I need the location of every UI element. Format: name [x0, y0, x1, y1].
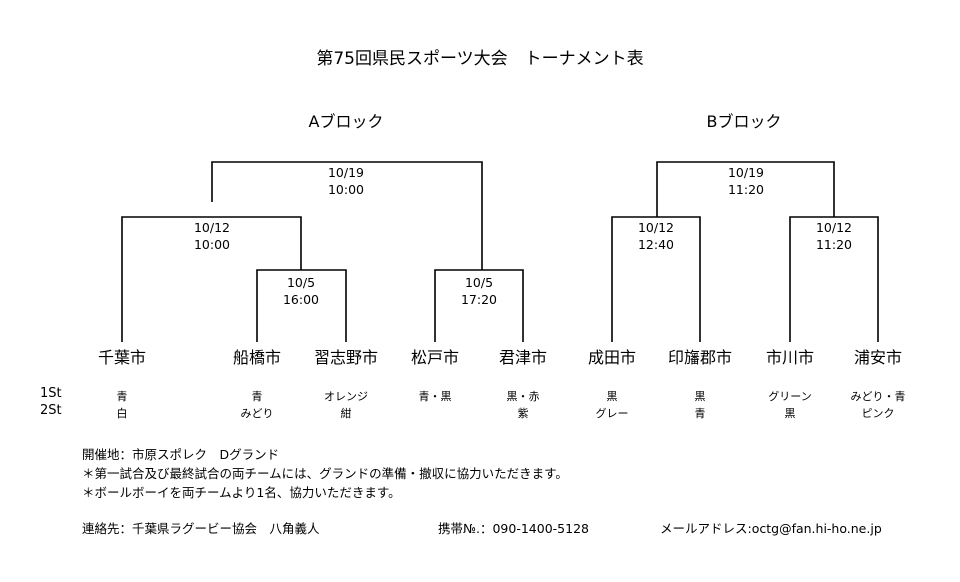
match-semi-a: 10/12 10:00 — [194, 219, 230, 253]
match-round1-a2: 10/5 17:20 — [461, 274, 497, 308]
bracket-line — [434, 269, 524, 342]
match-time: 16:00 — [282, 292, 320, 307]
match-date: 10/5 — [286, 275, 316, 290]
match-date: 10/12 — [815, 220, 853, 235]
second-color: みどり — [240, 407, 274, 420]
match-date: 10/19 — [727, 165, 765, 180]
match-round1-a1: 10/5 16:00 — [283, 274, 319, 308]
first-color: オレンジ — [324, 390, 368, 403]
bracket-line — [789, 216, 879, 342]
row-label-first: 1St — [40, 386, 62, 401]
first-color: 黒 — [606, 390, 618, 403]
second-color: ピンク — [861, 407, 895, 420]
venue-note: 開催地：市原スポレク Dグランド — [82, 447, 280, 462]
setup-note: ＊第一試合及び最終試合の両チームには、グランドの準備・撤収に協力いただきます。 — [82, 466, 568, 481]
match-date: 10/12 — [637, 220, 675, 235]
first-color: 黒 — [694, 390, 706, 403]
block-b-label: Bブロック — [706, 112, 782, 131]
contact-info: 連絡先：千葉県ラグービー協会 八角義人 — [82, 521, 320, 536]
page-title: 第75回県民スポーツ大会 トーナメント表 — [316, 49, 644, 69]
first-color: 黒・赤 — [506, 390, 540, 403]
team-name: 印旛郡市 — [667, 348, 733, 367]
first-color: グリーン — [768, 390, 812, 403]
bracket-line — [256, 269, 347, 342]
match-time: 12:40 — [637, 237, 675, 252]
team-name: 松戸市 — [410, 348, 460, 367]
bracket-line — [211, 161, 483, 270]
bracket-line — [656, 161, 835, 217]
match-final-b: 10/19 11:20 — [728, 164, 764, 198]
match-date: 10/12 — [193, 220, 231, 235]
match-date: 10/19 — [327, 165, 365, 180]
match-semi-b1: 10/12 12:40 — [638, 219, 674, 253]
first-color: 青 — [251, 390, 263, 403]
ballboy-note: ＊ボールボーイを両チームより1名、協力いただきます。 — [82, 485, 401, 500]
match-time: 11:20 — [815, 237, 853, 252]
second-color: 黒 — [784, 407, 796, 420]
match-time: 10:00 — [327, 182, 365, 197]
first-color: 青・黒 — [418, 390, 452, 403]
match-date: 10/5 — [464, 275, 494, 290]
second-color: 紺 — [340, 407, 352, 420]
first-color: 青 — [116, 390, 128, 403]
second-color: 紫 — [517, 407, 529, 420]
team-name: 浦安市 — [853, 348, 903, 367]
match-final-a: 10/19 10:00 — [328, 164, 364, 198]
block-a-label: Aブロック — [308, 112, 384, 131]
bracket-line — [121, 216, 302, 342]
match-time: 11:20 — [727, 182, 765, 197]
team-name: 君津市 — [498, 348, 548, 367]
first-color: みどり・青 — [850, 390, 906, 403]
team-name: 船橋市 — [232, 348, 282, 367]
match-time: 17:20 — [460, 292, 498, 307]
second-color: グレー — [595, 407, 629, 420]
team-name: 千葉市 — [97, 348, 147, 367]
team-name: 市川市 — [765, 348, 815, 367]
second-color: 青 — [694, 407, 706, 420]
row-label-second: 2St — [40, 403, 62, 418]
email-address: メールアドレス:octg@fan.hi-ho.ne.jp — [660, 521, 882, 536]
phone-number: 携帯№.：090-1400-5128 — [438, 521, 589, 536]
bracket-line — [611, 216, 701, 342]
match-time: 10:00 — [193, 237, 231, 252]
match-semi-b2: 10/12 11:20 — [816, 219, 852, 253]
team-name: 成田市 — [587, 348, 637, 367]
team-name: 習志野市 — [313, 348, 379, 367]
second-color: 白 — [116, 407, 128, 420]
